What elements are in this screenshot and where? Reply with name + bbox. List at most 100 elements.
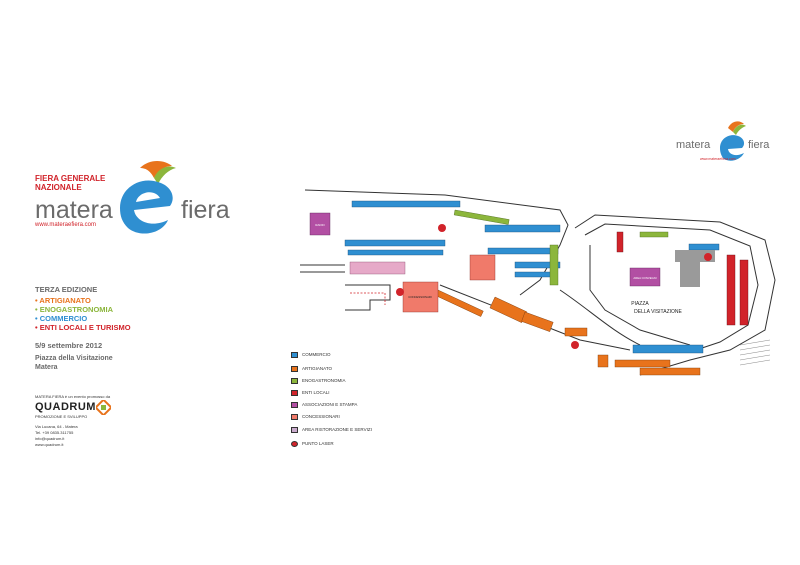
legend-commercio: COMMERCIO bbox=[291, 350, 331, 359]
label-piazza-line1: PIAZZA bbox=[631, 301, 649, 307]
fair-title: FIERA GENERALE NAZIONALE bbox=[35, 174, 145, 192]
map-logo-right: fiera bbox=[748, 139, 770, 151]
logo-word-right: fiera bbox=[181, 196, 230, 224]
area-ristoro-block bbox=[349, 261, 406, 275]
category-enogastronomia: • ENOGASTRONOMIA bbox=[35, 305, 114, 314]
category-commercio: • COMMERCIO bbox=[35, 314, 88, 323]
map-logo bbox=[720, 121, 746, 161]
stands-artigianato bbox=[435, 289, 701, 376]
legend-swatch bbox=[291, 426, 298, 433]
stand-row-commercio-right1 bbox=[484, 224, 561, 233]
stand-enti-small bbox=[616, 231, 624, 253]
organizer-subtitle: PROMOZIONE E SVILUPPO bbox=[35, 414, 88, 419]
legend-artigianato: ARTIGIANATO bbox=[291, 364, 332, 373]
stands-associazioni bbox=[309, 212, 661, 287]
event-place: Piazza della Visitazione Matera bbox=[35, 354, 113, 372]
stand-row-eno-3 bbox=[639, 231, 669, 238]
fair-title-line1: FIERA GENERALE bbox=[35, 174, 106, 183]
stand-row-commercio-mid2 bbox=[347, 249, 444, 256]
laser-points bbox=[396, 224, 712, 349]
legend-swatch bbox=[291, 365, 298, 372]
laser-point-1 bbox=[438, 224, 446, 232]
parking-area bbox=[739, 339, 771, 366]
event-dates: 5/9 settembre 2012 bbox=[35, 341, 103, 350]
stand-row-commercio-right2 bbox=[487, 247, 559, 255]
legend-swatch bbox=[291, 440, 298, 447]
legend-label: CONCESSIONARI bbox=[302, 414, 340, 419]
place-line1: Piazza della Visitazione bbox=[35, 355, 113, 362]
legend-label: COMMERCIO bbox=[302, 352, 331, 357]
road-outlines bbox=[300, 189, 776, 376]
label-piazza-line2: DELLA VISITAZIONE bbox=[634, 309, 682, 315]
organizer-contacts: Via Lucana, 64 - Matera Tel. +39 0835.31… bbox=[35, 424, 78, 448]
legend-label: ARTIGIANATO bbox=[302, 366, 333, 371]
legend-enogastronomia: ENOGASTRONOMIA bbox=[291, 376, 346, 385]
legend-swatch bbox=[291, 401, 298, 408]
stand-row-commercio-right3 bbox=[514, 261, 561, 269]
legend-swatch bbox=[291, 377, 298, 384]
legend-label: AREA RISTORAZIONE E SERVIZI bbox=[302, 427, 372, 432]
stands-commercio bbox=[344, 200, 720, 354]
category-artigianato: • ARTIGIANATO bbox=[35, 296, 91, 305]
place-line2: Matera bbox=[35, 364, 58, 371]
stand-area-convegni bbox=[629, 267, 661, 287]
legend-label: ENOGASTRONOMIA bbox=[302, 378, 346, 383]
stand-radio bbox=[309, 212, 331, 236]
legend-swatch bbox=[291, 389, 298, 396]
stand-row-commercio-top bbox=[351, 200, 461, 208]
service-grey-2 bbox=[680, 262, 700, 287]
organizer-address: Via Lucana, 64 - Matera bbox=[35, 424, 78, 429]
legend-swatch bbox=[291, 351, 298, 358]
legend-swatch bbox=[291, 413, 298, 420]
stand-concessionari-big bbox=[402, 281, 439, 313]
website-url[interactable]: www.materaefiera.com bbox=[35, 222, 97, 228]
stand-row-eno-2 bbox=[549, 244, 559, 286]
stands-enti-locali bbox=[616, 231, 749, 326]
laser-point-2 bbox=[396, 288, 404, 296]
stand-row-commercio-top-right bbox=[688, 243, 720, 251]
logo-right-wrap: fiera bbox=[181, 196, 230, 225]
stand-enti-col1 bbox=[726, 254, 736, 326]
category-enti-locali: • ENTI LOCALI E TURISMO bbox=[35, 323, 131, 332]
stand-row-commercio-bottom bbox=[632, 344, 704, 354]
legend-associazioni: ASSOCIAZIONI E STAMPA bbox=[291, 400, 357, 409]
label-area-convegni: AREA CONVEGNI bbox=[633, 276, 656, 280]
map-logo-left: matera bbox=[676, 139, 711, 151]
organizer-name: QUADRUM bbox=[35, 401, 96, 413]
stand-artig-5 bbox=[614, 359, 671, 368]
map-logo-leaf-green bbox=[733, 124, 746, 135]
legend-ristorazione: AREA RISTORAZIONE E SERVIZI bbox=[291, 425, 372, 434]
main-logo: matera bbox=[35, 196, 113, 225]
edition-title: TERZA EDIZIONE bbox=[35, 285, 98, 294]
stand-row-commercio-mid bbox=[344, 239, 446, 247]
stand-enti-col2 bbox=[739, 259, 749, 326]
quadrum-logo-icon bbox=[96, 400, 111, 415]
logo-word-left: matera bbox=[35, 196, 113, 224]
stand-artig-4 bbox=[597, 354, 609, 368]
stand-row-commercio-right4 bbox=[514, 271, 556, 278]
legend-enti-locali: ENTI LOCALI bbox=[291, 388, 330, 397]
legend-label: ASSOCIAZIONI E STAMPA bbox=[302, 402, 358, 407]
stand-artig-7 bbox=[435, 289, 484, 317]
organizer-email[interactable]: info@quadrum.it bbox=[35, 436, 65, 441]
logo-e-emblem-icon bbox=[120, 161, 176, 234]
fair-title-line2: NAZIONALE bbox=[35, 183, 82, 192]
stand-row-eno-1 bbox=[453, 209, 510, 225]
label-radio: RADIO bbox=[315, 223, 325, 227]
map-logo-url: www.materaefiera.com bbox=[700, 157, 736, 161]
legend-punto-laser: PUNTO LASER bbox=[291, 439, 334, 448]
legend-label: ENTI LOCALI bbox=[302, 390, 330, 395]
stand-artig-1 bbox=[489, 296, 527, 323]
stand-artig-2 bbox=[521, 311, 554, 332]
organizer-caption: MATERA FIERA è un evento promosso da bbox=[35, 394, 111, 399]
map-logo-leaf-orange bbox=[728, 121, 744, 132]
stands-enogastronomia bbox=[453, 209, 669, 286]
label-concessionari: CONCESSIONARI bbox=[408, 295, 432, 299]
stand-artig-6 bbox=[639, 367, 701, 376]
path-dotted bbox=[350, 292, 386, 305]
legend-concessionari: CONCESSIONARI bbox=[291, 412, 340, 421]
laser-point-3 bbox=[571, 341, 579, 349]
laser-point-4 bbox=[704, 253, 712, 261]
organizer-website[interactable]: www.quadrum.it bbox=[35, 442, 64, 447]
stand-artig-3 bbox=[564, 327, 588, 337]
